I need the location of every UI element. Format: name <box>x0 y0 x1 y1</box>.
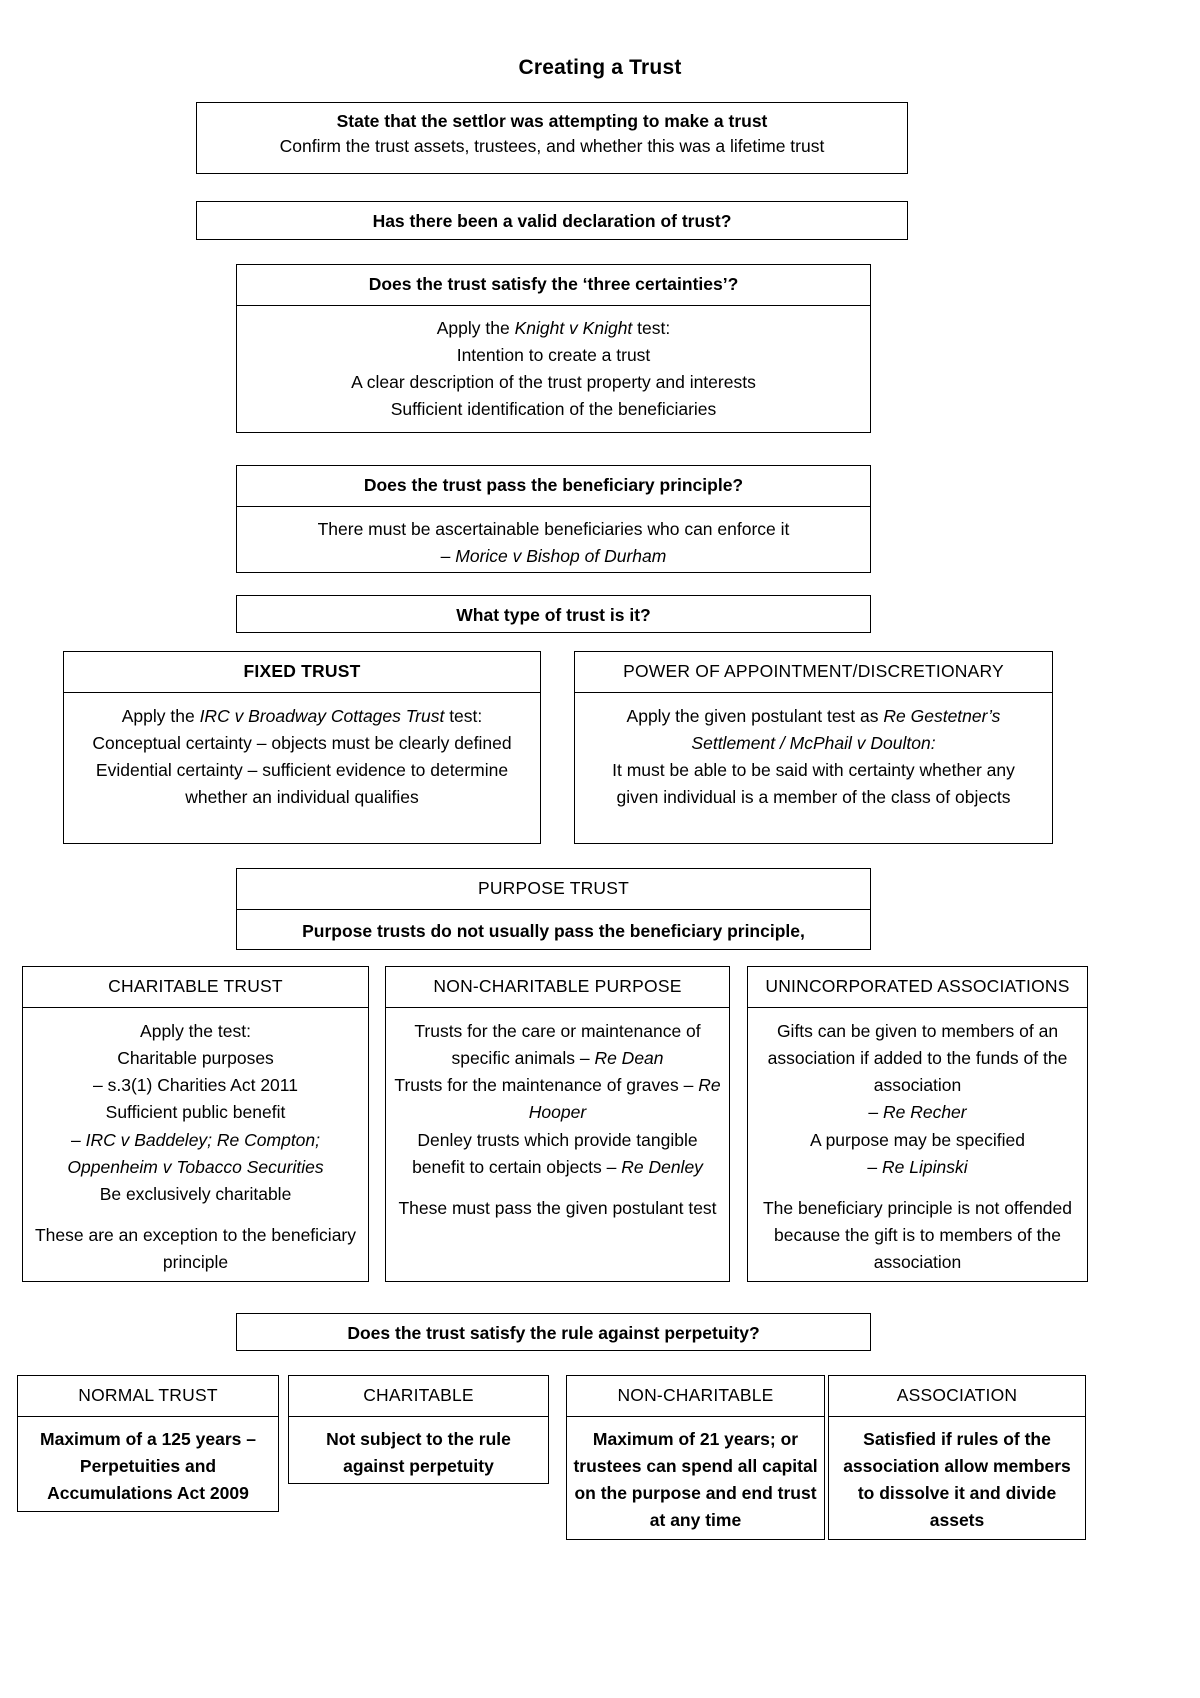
line: – s.3(1) Charities Act 2011 <box>93 1075 298 1096</box>
node-beneficiary-principle: Does the trust pass the beneficiary prin… <box>236 465 871 573</box>
line: There must be ascertainable beneficiarie… <box>317 519 790 540</box>
divider <box>237 506 870 508</box>
spacer <box>756 1181 1079 1195</box>
line: – Re Recher <box>868 1102 967 1123</box>
node-fixed-trust-header: FIXED TRUST <box>243 661 361 681</box>
node-charitable-trust-header: CHARITABLE TRUST <box>108 976 283 996</box>
node-charitable-trust-closing: These are an exception to the beneficiar… <box>34 1224 357 1273</box>
node-non-charitable-purpose-body: Trusts for the care or maintenance of sp… <box>386 1008 729 1231</box>
line: Evidential certainty – sufficient eviden… <box>95 760 509 808</box>
line: Apply the IRC v Broadway Cottages Trust … <box>121 706 483 727</box>
node-association-perpetuity-body: Satisfied if rules of the association al… <box>843 1429 1071 1531</box>
node-unincorporated-associations-header: UNINCORPORATED ASSOCIATIONS <box>765 976 1070 996</box>
node-beneficiary-principle-header: Does the trust pass the beneficiary prin… <box>363 475 744 495</box>
case-citation: Re Gestetner’s Settlement / McPhail v Do… <box>691 706 1001 754</box>
node-association-perpetuity-header: ASSOCIATION <box>896 1385 1018 1405</box>
node-charitable-trust-body: Apply the test: Charitable purposes – s.… <box>23 1008 368 1285</box>
divider <box>64 692 540 694</box>
node-purpose-trust: PURPOSE TRUST Purpose trusts do not usua… <box>236 868 871 950</box>
line: It must be able to be said with certaint… <box>612 760 1015 808</box>
node-beneficiary-principle-body: There must be ascertainable beneficiarie… <box>237 507 870 579</box>
node-state-settlor: State that the settlor was attempting to… <box>196 102 908 174</box>
node-unincorporated-associations-body: Gifts can be given to members of an asso… <box>748 1008 1087 1285</box>
line: – IRC v Baddeley; Re Compton; Oppenheim … <box>67 1129 324 1177</box>
divider <box>18 1416 278 1418</box>
line: Conceptual certainty – objects must be c… <box>92 733 512 754</box>
case-citation: Knight v Knight <box>514 318 633 339</box>
case-citation: Re Hooper <box>528 1075 721 1123</box>
node-valid-declaration-label: Has there been a valid declaration of tr… <box>372 211 732 231</box>
node-three-certainties-body: Apply the Knight v Knight test: Intentio… <box>237 306 870 433</box>
node-purpose-trust-body: Purpose trusts do not usually pass the b… <box>302 921 805 942</box>
divider <box>386 1007 729 1009</box>
line: A purpose may be specified <box>810 1129 1025 1150</box>
node-power-of-appointment: POWER OF APPOINTMENT/DISCRETIONARY Apply… <box>574 651 1053 844</box>
line: Denley trusts which provide tangible ben… <box>412 1129 703 1177</box>
line: Apply the test: <box>140 1021 251 1042</box>
case-citation: Re Lipinski <box>882 1156 968 1177</box>
node-power-of-appointment-body: Apply the given postulant test as Re Ges… <box>575 693 1052 821</box>
node-state-settlor-line2: Confirm the trust assets, trustees, and … <box>279 136 825 157</box>
node-non-charitable-purpose-header: NON-CHARITABLE PURPOSE <box>433 976 682 996</box>
node-state-settlor-line1: State that the settlor was attempting to… <box>336 111 768 131</box>
node-non-charitable-perpetuity-body: Maximum of 21 years; or trustees can spe… <box>573 1429 818 1531</box>
node-charitable-perpetuity: CHARITABLE Not subject to the rule again… <box>288 1375 549 1484</box>
case-citation: Re Dean <box>594 1048 664 1069</box>
divider <box>237 909 870 911</box>
line: Apply the given postulant test as Re Ges… <box>626 706 1001 754</box>
node-three-certainties-header: Does the trust satisfy the ‘three certai… <box>368 274 739 294</box>
line: Charitable purposes <box>117 1048 274 1069</box>
node-fixed-trust-body: Apply the IRC v Broadway Cottages Trust … <box>64 693 540 821</box>
node-perpetuity-question-label: Does the trust satisfy the rule against … <box>347 1323 760 1343</box>
line: Gifts can be given to members of an asso… <box>767 1021 1068 1096</box>
node-charitable-perpetuity-header: CHARITABLE <box>363 1385 474 1405</box>
node-normal-trust-body: Maximum of a 125 years – Perpetuities an… <box>40 1429 256 1504</box>
case-citation: Morice v Bishop of Durham <box>455 546 667 567</box>
divider <box>567 1416 824 1418</box>
line: Be exclusively charitable <box>99 1183 292 1204</box>
node-purpose-trust-header: PURPOSE TRUST <box>477 878 630 898</box>
node-non-charitable-perpetuity-header: NON-CHARITABLE <box>617 1385 774 1405</box>
case-citation: IRC v Baddeley; Re Compton; Oppenheim v … <box>67 1129 324 1177</box>
node-three-certainties: Does the trust satisfy the ‘three certai… <box>236 264 871 433</box>
case-citation: Re Denley <box>621 1156 703 1177</box>
node-power-of-appointment-header: POWER OF APPOINTMENT/DISCRETIONARY <box>623 661 1004 681</box>
divider <box>829 1416 1085 1418</box>
node-charitable-trust: CHARITABLE TRUST Apply the test: Charita… <box>22 966 369 1282</box>
line: Intention to create a trust <box>456 345 651 366</box>
node-unincorporated-associations-closing: The beneficiary principle is not offende… <box>762 1197 1073 1273</box>
divider <box>23 1007 368 1009</box>
node-valid-declaration: Has there been a valid declaration of tr… <box>196 201 908 240</box>
case-citation: IRC v Broadway Cottages Trust <box>199 706 445 727</box>
divider <box>748 1007 1087 1009</box>
line: – Re Lipinski <box>867 1156 968 1177</box>
line: A clear description of the trust propert… <box>351 372 756 393</box>
page-title: Creating a Trust <box>518 56 682 79</box>
divider <box>237 305 870 307</box>
line: Sufficient identification of the benefic… <box>390 399 717 420</box>
node-non-charitable-purpose: NON-CHARITABLE PURPOSE Trusts for the ca… <box>385 966 730 1282</box>
divider <box>289 1416 548 1418</box>
node-unincorporated-associations: UNINCORPORATED ASSOCIATIONS Gifts can be… <box>747 966 1088 1282</box>
node-charitable-perpetuity-body: Not subject to the rule against perpetui… <box>326 1429 511 1477</box>
case-citation: Re Recher <box>882 1102 967 1123</box>
line: Apply the Knight v Knight test: <box>436 318 671 339</box>
node-normal-trust: NORMAL TRUST Maximum of a 125 years – Pe… <box>17 1375 279 1512</box>
node-trust-type-label: What type of trust is it? <box>456 605 651 625</box>
line: Sufficient public benefit <box>105 1102 286 1123</box>
node-perpetuity-question: Does the trust satisfy the rule against … <box>236 1313 871 1351</box>
line: – Morice v Bishop of Durham <box>440 546 667 567</box>
node-non-charitable-purpose-closing: These must pass the given postulant test <box>398 1197 717 1218</box>
node-fixed-trust: FIXED TRUST Apply the IRC v Broadway Cot… <box>63 651 541 844</box>
spacer <box>394 1181 721 1195</box>
divider <box>575 692 1052 694</box>
line: Trusts for the care or maintenance of sp… <box>414 1021 701 1069</box>
line: Trusts for the maintenance of graves – R… <box>394 1075 721 1123</box>
node-normal-trust-header: NORMAL TRUST <box>78 1385 218 1405</box>
node-trust-type: What type of trust is it? <box>236 595 871 633</box>
spacer <box>31 1208 360 1222</box>
node-non-charitable-perpetuity: NON-CHARITABLE Maximum of 21 years; or t… <box>566 1375 825 1540</box>
node-association-perpetuity: ASSOCIATION Satisfied if rules of the as… <box>828 1375 1086 1540</box>
